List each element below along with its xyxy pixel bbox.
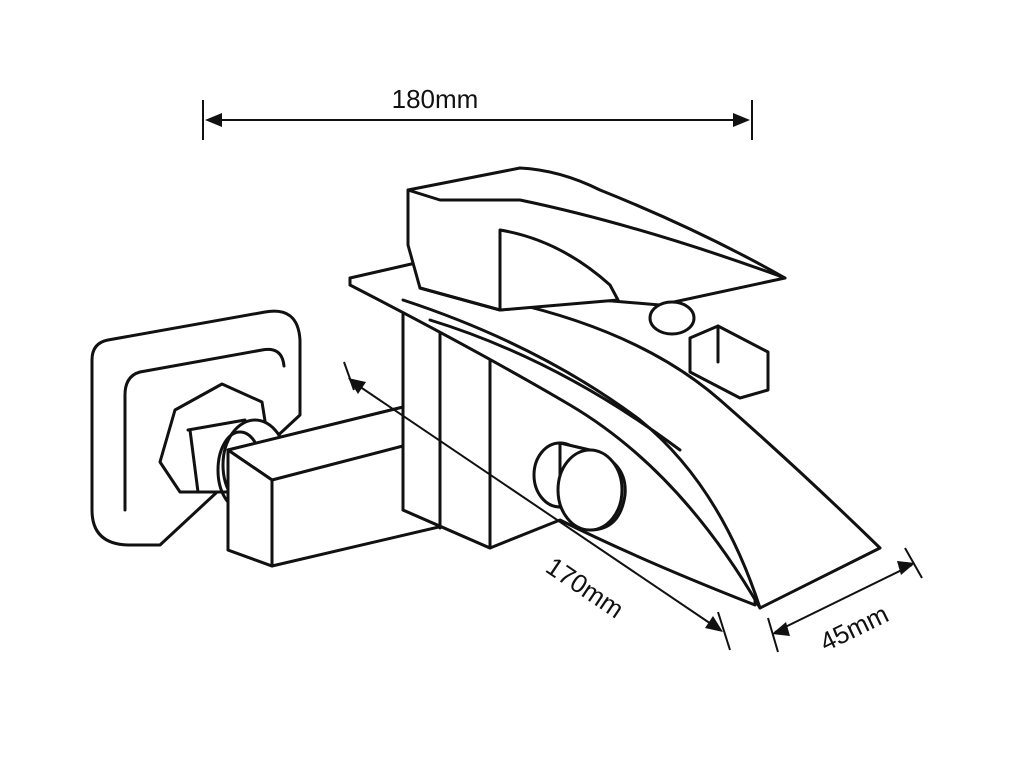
diverter-knob (532, 441, 627, 532)
dim-180-left-arrow (205, 113, 222, 127)
rear-block (688, 324, 770, 400)
dim-170-start-tick (343, 361, 355, 391)
dim-45-left-tick (767, 617, 779, 653)
dim-45-right-arrow (897, 561, 915, 575)
dim-45-left-arrow (772, 622, 790, 636)
waterfall-spout (348, 260, 882, 610)
dim-170-end-arrow (705, 616, 723, 632)
dim-170-start-arrow (348, 378, 366, 394)
dim-170-label: 170mm (541, 551, 630, 624)
dim-170-line (349, 379, 721, 631)
dimension-180mm: 180mm (202, 84, 753, 140)
lever-handle (406, 166, 787, 336)
dim-180-right-arrow (733, 113, 750, 127)
dim-170-end-tick (717, 611, 731, 651)
dim-45-line (774, 564, 913, 633)
dim-180-label: 180mm (392, 84, 479, 114)
